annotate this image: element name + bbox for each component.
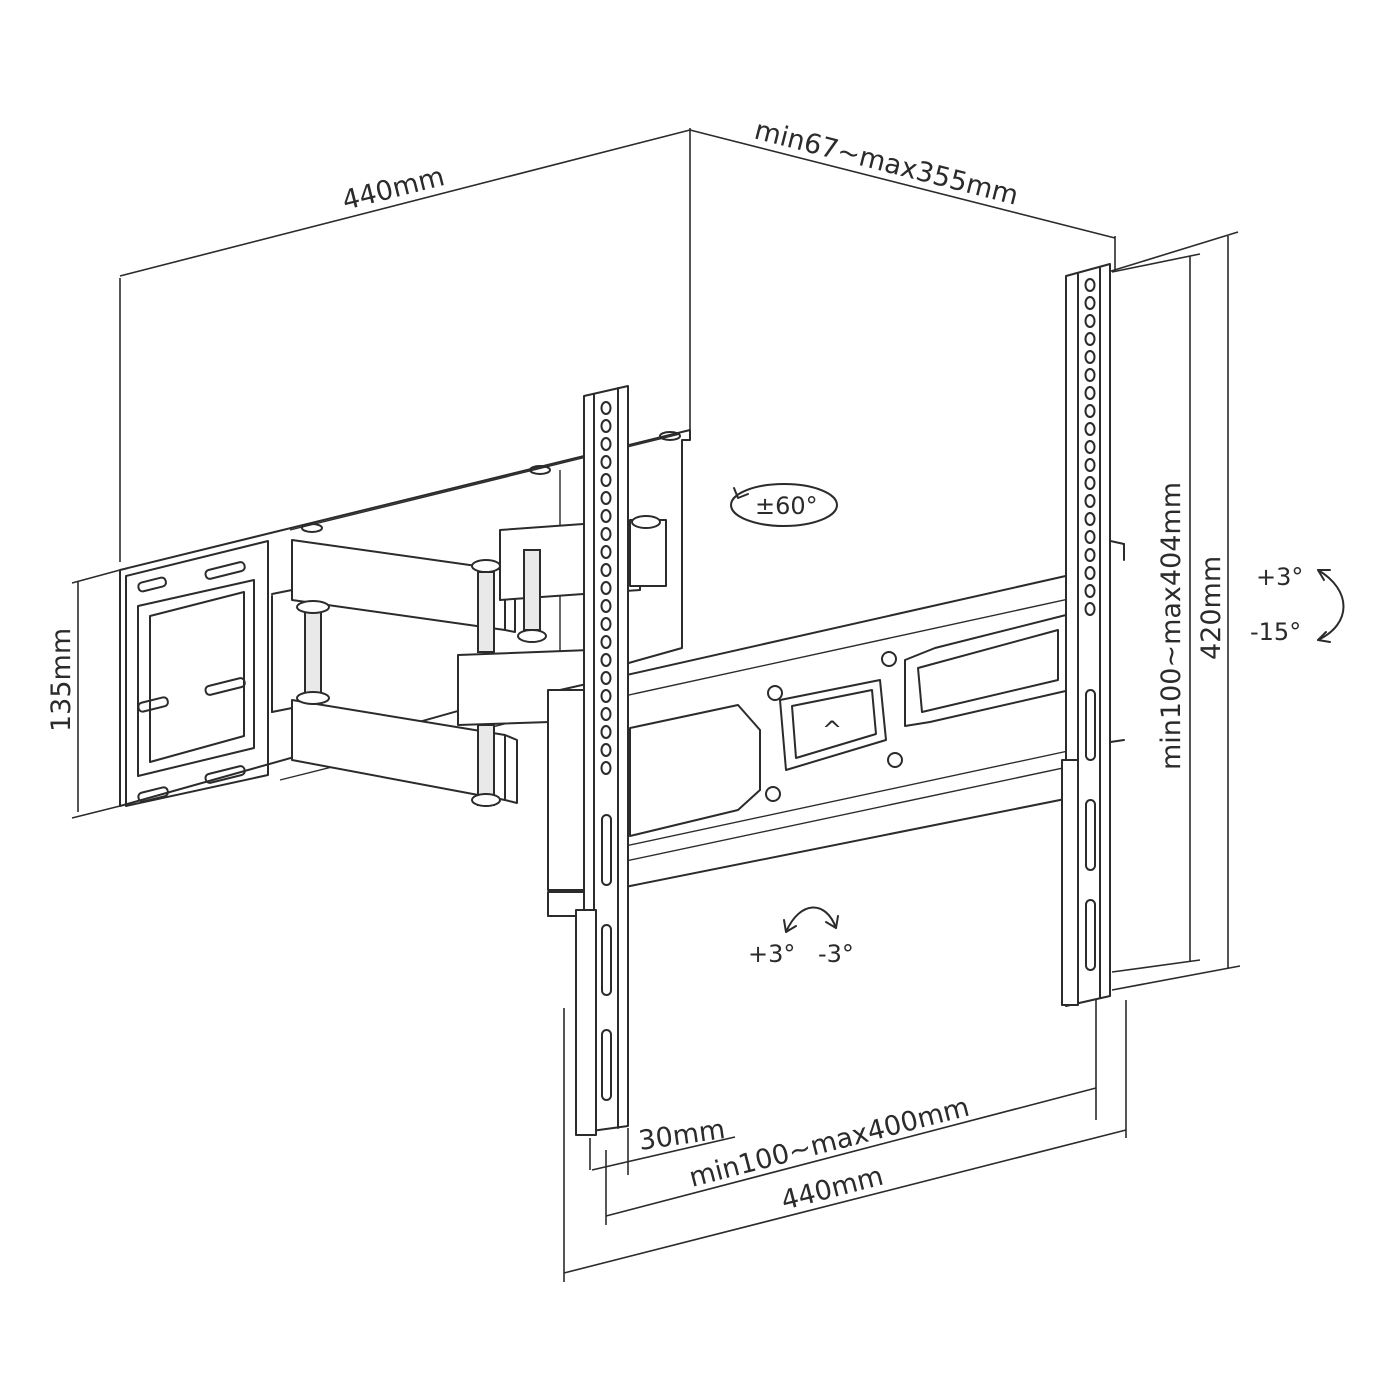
rail-hole	[1084, 602, 1096, 616]
rail-slot	[1085, 899, 1096, 971]
rail-hole	[600, 689, 612, 703]
rail-slot	[601, 1029, 612, 1101]
dimension-right-lines	[1107, 231, 1241, 991]
bracket-height-label: 420mm	[1196, 556, 1227, 660]
rail-hole	[1084, 386, 1096, 400]
dimension-bottom-lines	[563, 1000, 1127, 1282]
rail-hole	[1084, 332, 1096, 346]
tilt-down-label: -15°	[1250, 618, 1301, 646]
rail-hole	[600, 455, 612, 469]
rail-hole	[1084, 458, 1096, 472]
level-minus-label: -3°	[818, 940, 854, 968]
rail-hole	[600, 743, 612, 757]
rail-slot	[1085, 799, 1096, 871]
right-vertical-rail	[1061, 263, 1111, 1007]
tilt-indicator	[1317, 569, 1345, 643]
rail-hole	[600, 545, 612, 559]
tilt-up-label: +3°	[1256, 563, 1303, 591]
left-rail-holes	[600, 401, 612, 1101]
bottom-width-label: 440mm	[778, 1161, 887, 1217]
dimension-plate-height-lines	[71, 569, 121, 819]
rail-hole	[600, 563, 612, 577]
rail-hole	[1084, 512, 1096, 526]
rail-hole	[1084, 296, 1096, 310]
rail-hole	[600, 419, 612, 433]
dimension-top-width-lines	[119, 128, 1116, 562]
level-indicator	[783, 906, 839, 933]
rail-hole	[600, 473, 612, 487]
rail-hole	[1084, 350, 1096, 364]
rail-hole	[600, 671, 612, 685]
vesa-vertical-label: min100~max404mm	[1156, 482, 1187, 770]
rail-hole	[600, 725, 612, 739]
rail-hole	[1084, 584, 1096, 598]
rail-hole	[600, 581, 612, 595]
rail-hole	[1084, 548, 1096, 562]
rail-hole	[1084, 476, 1096, 490]
rail-hole	[1084, 368, 1096, 382]
left-vertical-rail	[547, 385, 629, 1136]
rail-hole	[600, 635, 612, 649]
rail-hole	[1084, 440, 1096, 454]
swivel-label: ±60°	[755, 492, 818, 520]
rail-hole	[600, 509, 612, 523]
rail-slot	[1085, 689, 1096, 761]
plate-height-label: 135mm	[46, 628, 77, 732]
rail-hole	[600, 491, 612, 505]
top-depth-label: min67~max355mm	[751, 115, 1021, 212]
swivel-indicator	[730, 483, 838, 527]
rail-slot	[601, 924, 612, 996]
rail-width-label: 30mm	[637, 1114, 727, 1157]
level-plus-label: +3°	[748, 940, 795, 968]
top-width-label: 440mm	[339, 161, 448, 217]
rail-hole	[1084, 314, 1096, 328]
rail-slot	[601, 814, 612, 886]
rail-hole	[600, 707, 612, 721]
rail-hole	[600, 761, 612, 775]
rail-hole	[1084, 278, 1096, 292]
rail-hole	[600, 401, 612, 415]
rail-hole	[1084, 530, 1096, 544]
rail-hole	[600, 617, 612, 631]
rail-hole	[1084, 422, 1096, 436]
rail-hole	[1084, 404, 1096, 418]
rail-hole	[1084, 494, 1096, 508]
up-arrow-icon: ^	[822, 716, 842, 744]
rail-hole	[600, 527, 612, 541]
rail-hole	[600, 599, 612, 613]
rail-hole	[600, 653, 612, 667]
right-rail-holes	[1084, 278, 1096, 971]
rail-hole	[1084, 566, 1096, 580]
rail-hole	[600, 437, 612, 451]
